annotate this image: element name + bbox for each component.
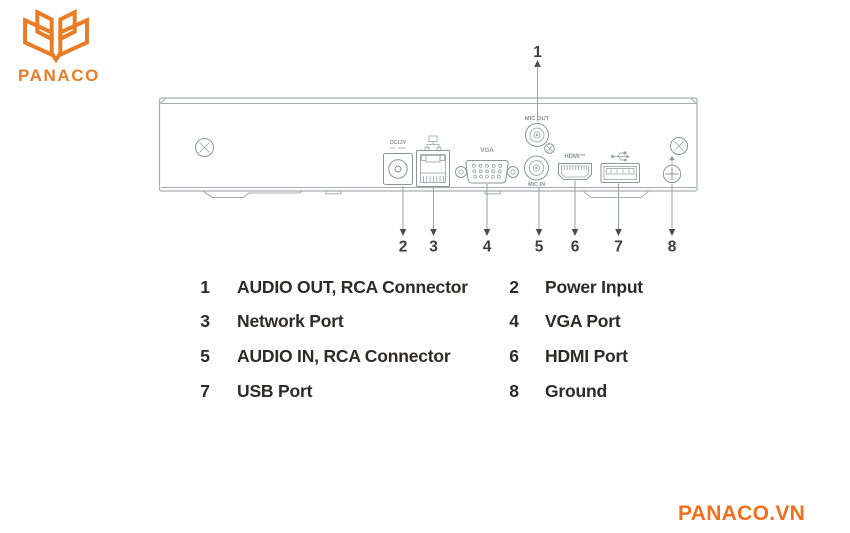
vga-screw-left [455,166,467,178]
usb-icon [611,151,630,162]
legend-num: 5 [200,345,210,366]
callout-6: 6 [571,180,580,256]
callout-2: 2 [399,186,408,256]
callout-number-5: 5 [535,239,544,256]
callout-5: 5 [535,186,544,256]
callouts: 1 2 3 4 5 [399,44,677,256]
bottom-tab [325,190,342,195]
panel-screw-right [670,137,688,155]
legend-label: HDMI Port [545,345,628,366]
callout-number-7: 7 [614,239,623,256]
callout-3: 3 [429,187,438,256]
callout-number-6: 6 [571,239,580,256]
legend-label: AUDIO IN, RCA Connector [237,345,451,366]
legend-num: 3 [200,311,210,332]
legend-label: Ground [545,380,607,401]
hdmi-port: HDMI™ [558,153,592,180]
legend-num: 8 [509,380,519,401]
callout-number-4: 4 [483,239,492,256]
website-url: PANACO.VN [678,502,806,525]
right-foot [582,190,650,199]
power-input-port: DC12V [383,140,413,185]
callout-1: 1 [533,44,542,121]
legend-label: VGA Port [545,311,621,332]
audio-in-port: MIC IN [524,155,549,188]
left-foot [202,190,303,199]
callout-8: 8 [668,184,677,256]
vga-port: VGA [455,147,519,184]
open-book-icon [23,9,89,64]
mic-in-label: MIC IN [528,182,545,188]
legend-num: 6 [509,345,519,366]
callout-7: 7 [614,183,623,256]
brand-logo: PANACO [18,8,108,86]
vga-screw-right [507,166,519,178]
legend-label: USB Port [237,380,313,401]
usb-port [600,151,640,183]
callout-number-8: 8 [668,239,677,256]
legend-num: 2 [509,276,519,297]
legend-num: 4 [509,311,519,332]
legend-label: Network Port [237,311,344,332]
network-port [416,135,450,187]
ground-symbol-icon [669,156,675,165]
legend-num: 1 [200,276,210,297]
hdmi-label: HDMI™ [564,153,585,160]
legend-label: AUDIO OUT, RCA Connector [237,276,468,297]
callout-4: 4 [483,184,492,256]
vga-label: VGA [480,147,494,154]
legend-num: 7 [200,380,210,401]
bottom-tab [484,190,501,195]
brand-logo-text: PANACO [18,66,101,85]
vga-pins [471,163,503,179]
port-legend: 1 AUDIO OUT, RCA Connector 2 Power Input… [187,270,747,408]
panel-screw-left [195,138,214,157]
callout-number-3: 3 [429,239,438,256]
callout-number-1: 1 [533,44,542,61]
dc-label: DC12V [390,140,407,146]
callout-number-2: 2 [399,239,408,256]
ground-screw [662,156,682,184]
legend-label: Power Input [545,276,643,297]
small-screw [544,143,555,154]
